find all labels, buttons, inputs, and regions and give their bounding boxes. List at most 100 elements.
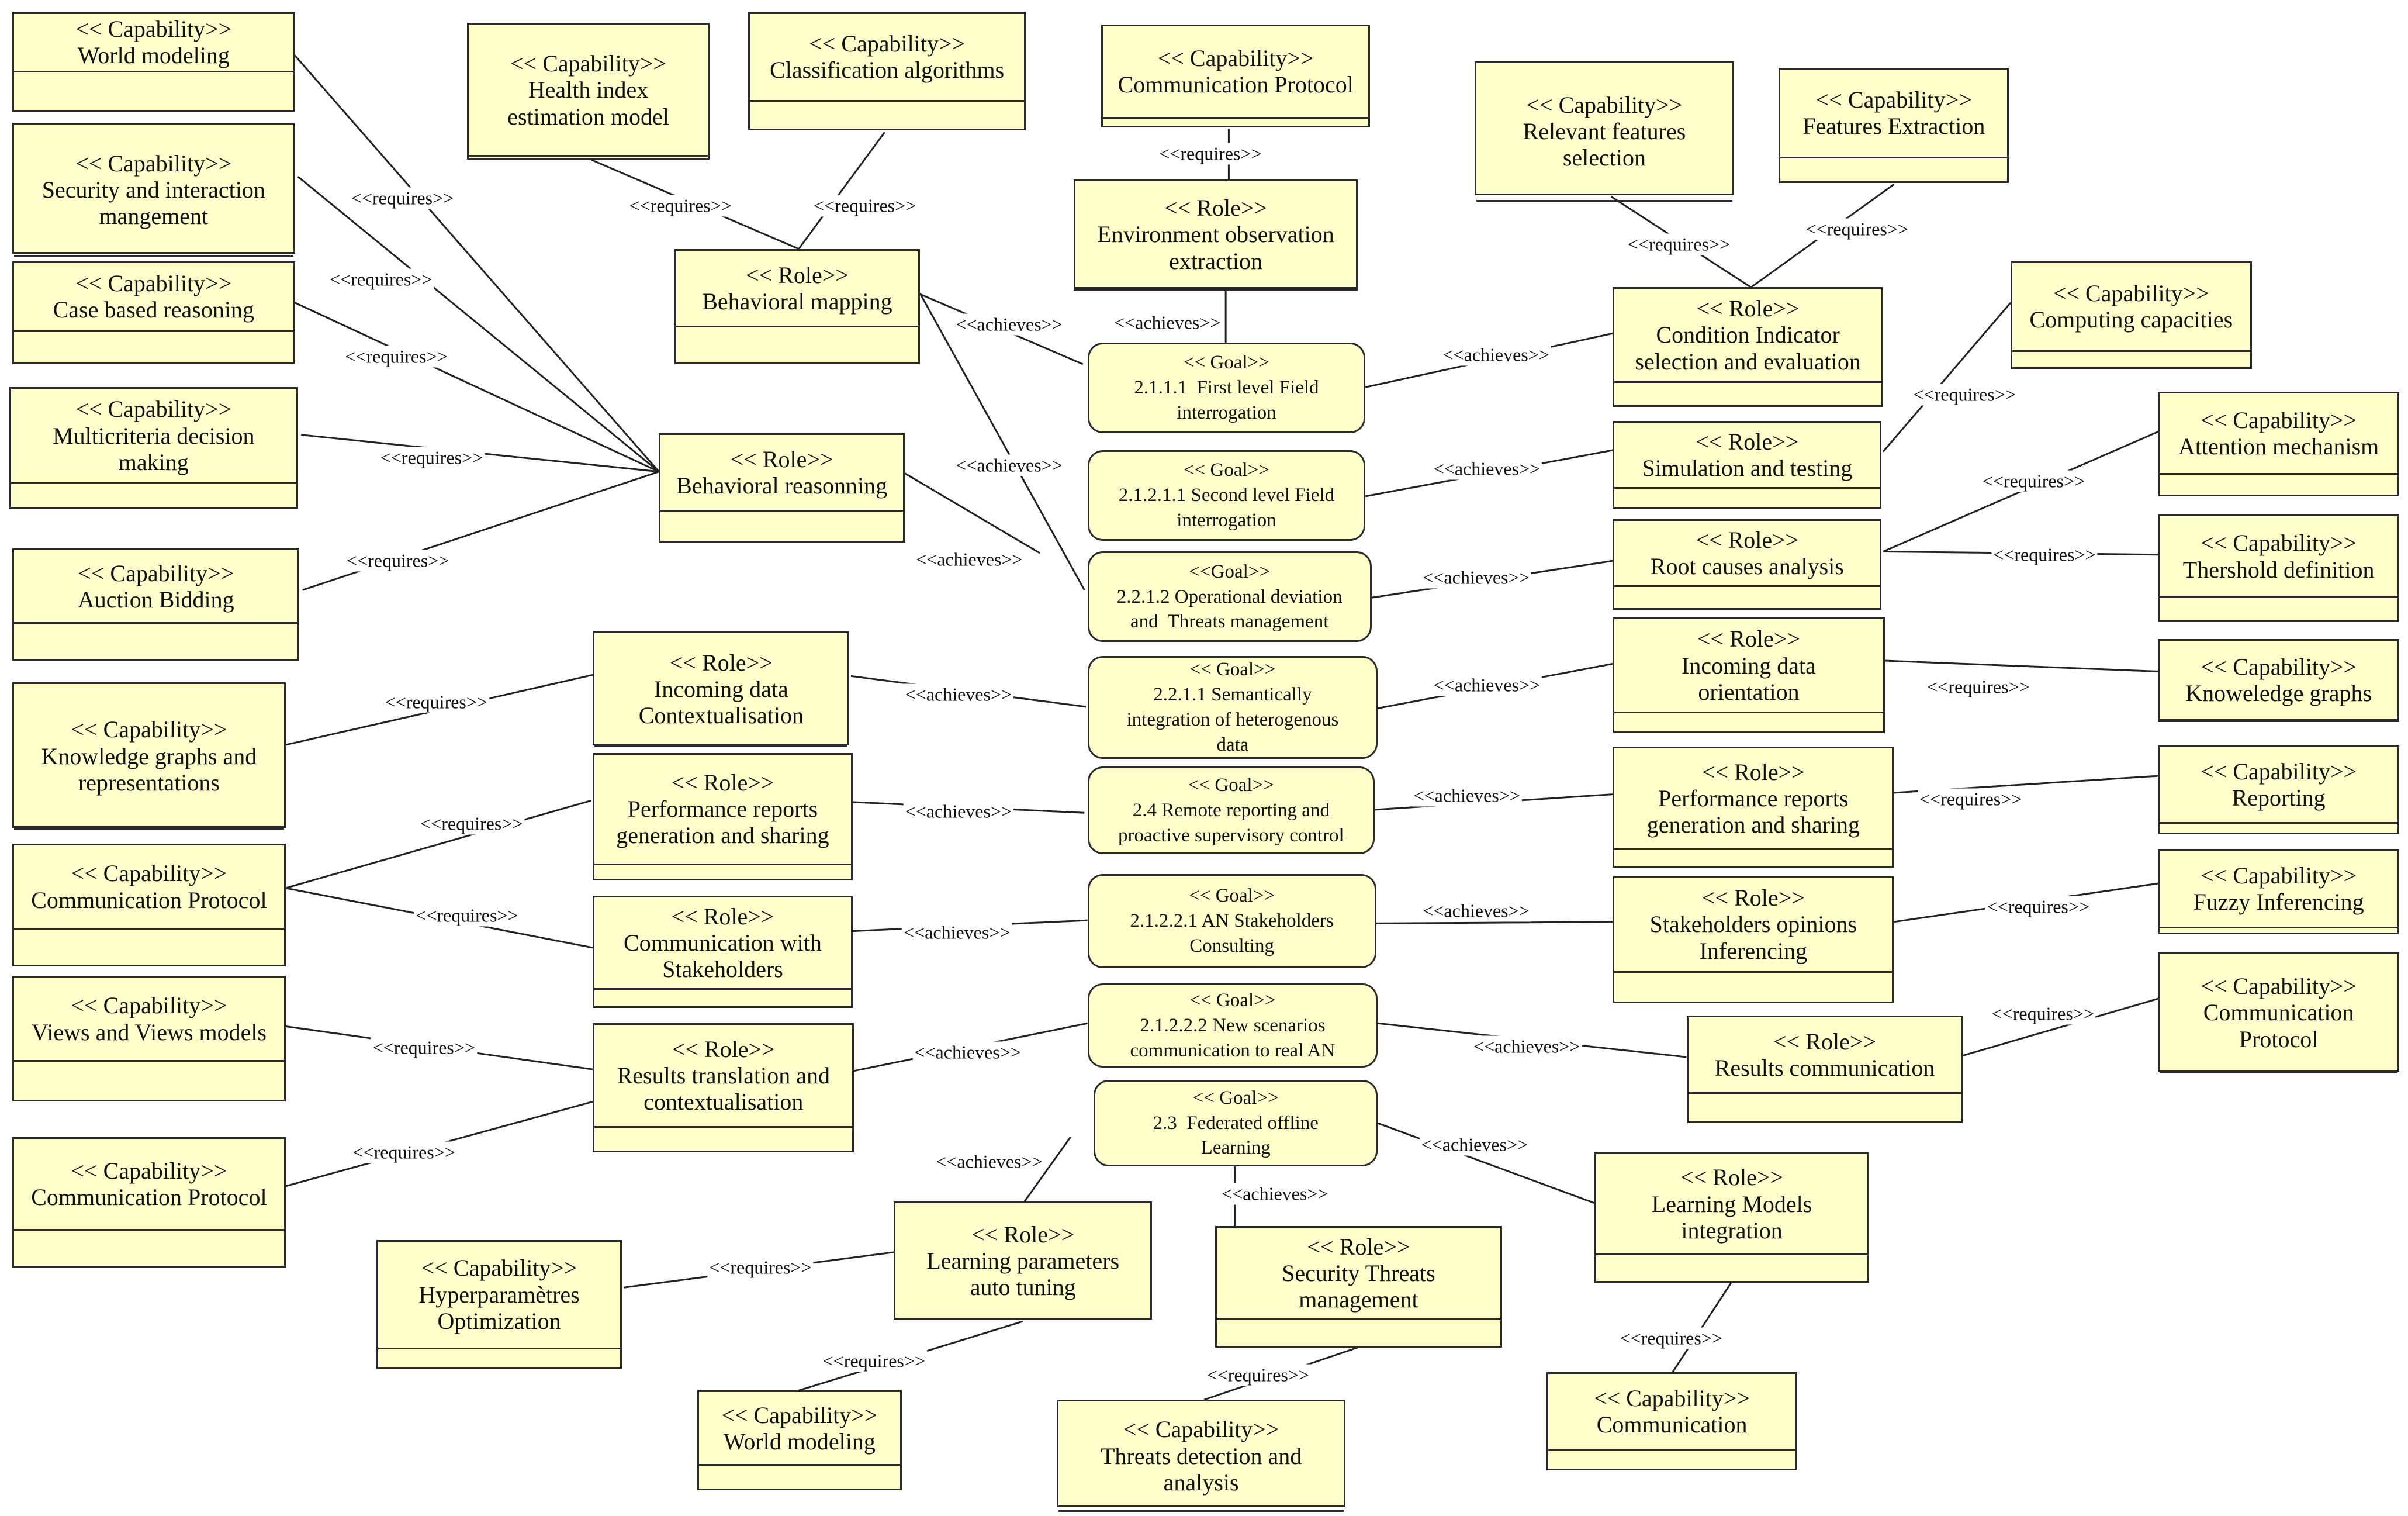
capability-box[interactable]: << Capability>>World modeling [12, 12, 295, 112]
goal-name-line: Learning [1200, 1137, 1271, 1159]
capability-box[interactable]: << Capability>>Communication Protocol [12, 1137, 286, 1268]
goal-name-line: proactive supervisory control [1117, 824, 1344, 846]
achieves-label: <<achieves>> [934, 1151, 1044, 1173]
role-name-line: generation and sharing [1646, 811, 1860, 838]
role-box[interactable]: << Role>>Behavioral reasonning [659, 433, 905, 543]
capability-name-line: Features Extraction [1802, 113, 1985, 140]
goal-name-line: 2.1.2.2.1 AN Stakeholders [1130, 910, 1334, 932]
stereotype-label: << Role>> [1164, 195, 1267, 222]
role-name-line: Stakeholders [662, 956, 783, 983]
capability-name-line: estimation model [507, 103, 669, 130]
role-box[interactable]: << Role>>Results communication [1686, 1016, 1963, 1124]
capability-box[interactable]: << Capability>>Auction Bidding [12, 548, 300, 661]
stereotype-label: << Role>> [669, 650, 773, 676]
achieves-label: <<achieves>> [914, 548, 1025, 571]
stereotype-label: << Goal>> [1189, 659, 1276, 681]
capability-name-line: Protocol [2239, 1025, 2319, 1052]
capability-name-line: Knoweledge graphs [2185, 680, 2372, 707]
capability-box[interactable]: << Capability>>Classification algorithms [748, 12, 1026, 131]
capability-name-compartment: << Capability>>Communication [1548, 1374, 1795, 1451]
capability-box[interactable]: << Capability>>Reporting [2158, 745, 2399, 834]
achieves-label: <<achieves>> [1411, 785, 1522, 807]
capability-name-line: representations [78, 769, 220, 796]
stereotype-label: << Capability>> [1157, 45, 1314, 72]
capability-name-line: analysis [1163, 1469, 1239, 1496]
capability-name-line: World modeling [723, 1428, 876, 1455]
capability-name-line: Views and Views models [31, 1018, 267, 1045]
capability-box[interactable]: << Capability>>Case based reasoning [12, 261, 295, 364]
capability-box[interactable]: << Capability>>Thershold definition [2158, 514, 2399, 623]
role-box[interactable]: << Role>>Behavioral mapping [674, 248, 921, 364]
role-name-line: orientation [1698, 678, 1800, 705]
capability-box[interactable]: << Capability>>Computing capacities [2011, 261, 2252, 369]
role-name-compartment: << Role>>Behavioral mapping [676, 251, 919, 328]
stereotype-label: << Goal>> [1192, 1087, 1279, 1108]
stereotype-label: << Capability>> [71, 992, 227, 1019]
requires-label: <<requires>> [418, 813, 525, 835]
role-box[interactable]: << Role>>Simulation and testing [1613, 421, 1882, 509]
role-name-line: Behavioral mapping [702, 288, 892, 315]
capability-name-compartment: << Capability>>Auction Bidding [14, 550, 298, 624]
capability-box[interactable]: << Capability>>Knoweledge graphs [2158, 639, 2399, 723]
requires-label: <<requires>> [811, 195, 918, 217]
goal-name-line: 2.3 Federated offline [1153, 1112, 1319, 1134]
stereotype-label: << Capability>> [2053, 280, 2209, 307]
capability-box[interactable]: << Capability>>Fuzzy Inferencing [2158, 849, 2399, 934]
achieves-label: <<achieves>> [902, 921, 1012, 944]
stereotype-label: << Capability>> [2201, 973, 2357, 1000]
capability-box[interactable]: << Capability>>Communication Protocol [12, 843, 286, 966]
stereotype-label: << Capability>> [2201, 862, 2357, 889]
capability-name-line: Communication Protocol [1117, 71, 1354, 98]
capability-box[interactable]: << Capability>>Communication [1546, 1372, 1797, 1470]
capability-box[interactable]: << Capability>>Attention mechanism [2158, 392, 2399, 496]
capability-box[interactable]: << Capability>>World modeling [697, 1390, 902, 1491]
requires-label: <<requires>> [1985, 896, 2091, 918]
role-name-line: Security Threats [1282, 1259, 1435, 1286]
stereotype-label: << Capability>> [721, 1401, 878, 1428]
capability-box[interactable]: << Capability>>Features Extraction [1779, 67, 2009, 183]
capability-box[interactable]: << Capability>>Views and Views models [12, 975, 286, 1102]
role-box[interactable]: << Role>>Root causes analysis [1613, 519, 1882, 610]
achieves-label: <<achieves>> [1431, 458, 1542, 480]
role-name-line: selection and evaluation [1635, 348, 1861, 375]
role-name-line: Performance reports [1658, 785, 1849, 811]
capability-name-line: Optimization [437, 1307, 561, 1334]
stereotype-label: << Capability>> [71, 860, 227, 887]
capability-box[interactable]: << Capability>>Communication Protocol [1101, 25, 1371, 128]
capability-name-compartment: << Capability>>Thershold definition [2160, 516, 2397, 598]
stereotype-label: << Capability>> [2201, 653, 2357, 680]
